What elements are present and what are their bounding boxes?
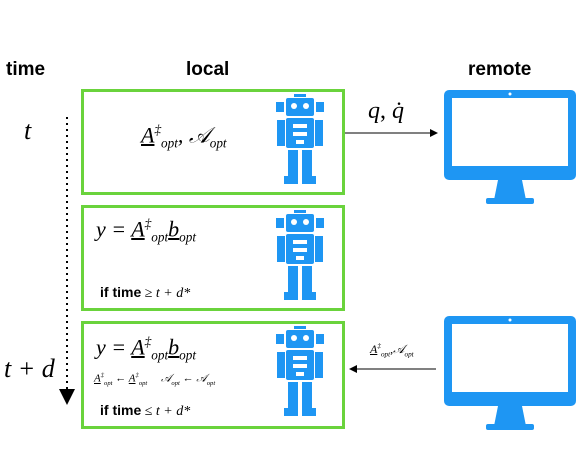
formula-row1: A‡opt, 𝒜opt [141,122,227,151]
robot-icon [276,94,324,184]
time-label-t-plus-d: t + d [4,354,55,383]
condition-row2: if time ≥ t + d* [100,284,191,301]
header-remote: remote [468,59,532,80]
time-label-t: t [24,116,32,145]
header-time: time [6,59,46,80]
monitor-icon [444,316,576,430]
robot-icon [276,326,324,416]
monitor-icon [444,90,576,204]
condition-row3: if time ≤ t + d* [100,402,191,419]
robot-icon [276,210,324,300]
header-local: local [186,59,230,80]
formula-row3: y = A‡optbopt [96,334,196,363]
formula-row2: y = A‡optbopt [96,216,196,245]
label-q-qdot: q, q̇ [368,98,404,124]
update-rules: A‡opt ← A‡opt 𝒜opt ← 𝒜opt [94,372,216,387]
label-from-remote: A‡opt,𝒜opt [370,342,414,359]
